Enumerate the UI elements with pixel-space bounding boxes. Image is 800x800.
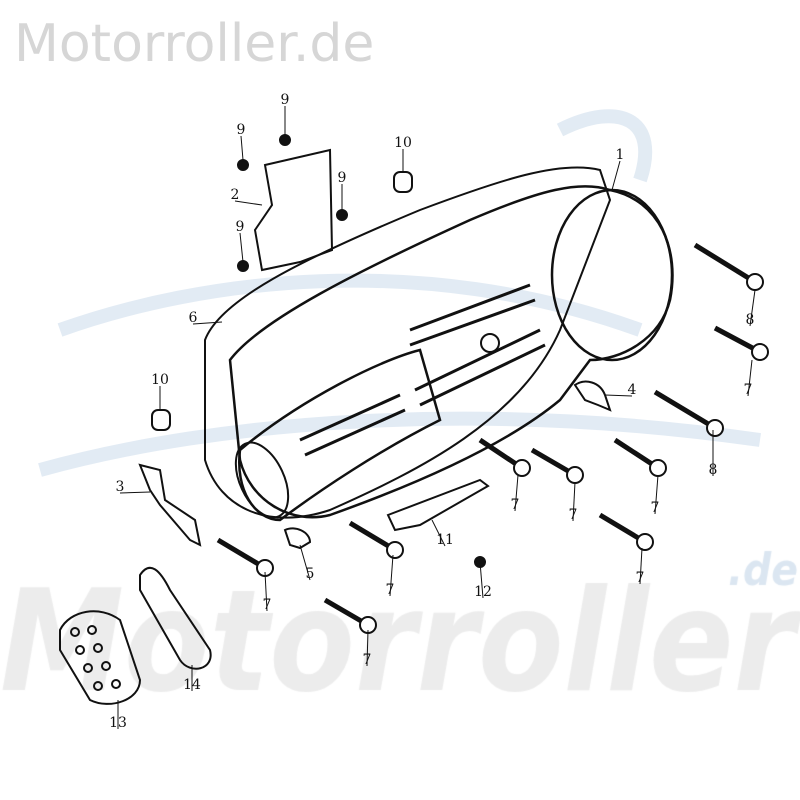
callout-7: 7 bbox=[569, 507, 578, 523]
callout-8: 8 bbox=[746, 312, 755, 328]
leader-line bbox=[239, 232, 244, 263]
strap bbox=[139, 566, 212, 670]
leader-line bbox=[431, 519, 446, 547]
callout-5: 5 bbox=[306, 566, 315, 582]
callout-6: 6 bbox=[189, 310, 198, 326]
bolt-head bbox=[386, 541, 404, 559]
leader-line bbox=[747, 359, 753, 397]
callout-7: 7 bbox=[386, 582, 395, 598]
leader-line bbox=[240, 135, 244, 161]
screw bbox=[336, 209, 348, 221]
bolt-head bbox=[649, 459, 667, 477]
leader-line bbox=[366, 629, 369, 667]
screw bbox=[237, 260, 249, 272]
leader-line bbox=[264, 571, 268, 612]
gasket-outline bbox=[204, 166, 612, 519]
leader-line bbox=[479, 561, 484, 599]
leader-lines bbox=[117, 106, 756, 729]
callout-10: 10 bbox=[394, 135, 412, 151]
leader-line bbox=[572, 481, 576, 522]
bolt-head bbox=[636, 533, 654, 551]
bolt-shaft bbox=[693, 242, 757, 285]
leader-line bbox=[749, 289, 756, 327]
callout-3: 3 bbox=[116, 479, 125, 495]
callout-7: 7 bbox=[744, 382, 753, 398]
bolt-shaft bbox=[653, 389, 717, 431]
callout-4: 4 bbox=[628, 382, 637, 398]
bolt-head bbox=[746, 273, 764, 291]
bolt-head bbox=[706, 419, 724, 437]
screw bbox=[279, 134, 291, 146]
callout-10: 10 bbox=[151, 372, 169, 388]
callout-8: 8 bbox=[709, 462, 718, 478]
leader-line bbox=[611, 160, 621, 191]
cover-assembly bbox=[59, 148, 674, 705]
callout-2: 2 bbox=[231, 187, 240, 203]
cover-ribs bbox=[299, 283, 546, 457]
callout-7: 7 bbox=[636, 570, 645, 586]
leader-line bbox=[389, 554, 394, 597]
callout-9: 9 bbox=[338, 170, 347, 186]
callout-1: 1 bbox=[616, 147, 625, 163]
bolt-shaft bbox=[216, 537, 267, 571]
filter-element bbox=[59, 610, 142, 705]
leader-line bbox=[299, 544, 311, 581]
callout-14: 14 bbox=[183, 677, 201, 693]
spacer-10b bbox=[151, 409, 171, 431]
bracket bbox=[386, 478, 490, 532]
callout-12: 12 bbox=[474, 584, 492, 600]
callout-13: 13 bbox=[109, 715, 127, 731]
spacer-10a bbox=[393, 171, 413, 193]
callout-7: 7 bbox=[263, 597, 272, 613]
watermark-logo-text: Motorroller.de bbox=[14, 14, 375, 74]
cover-plate bbox=[253, 148, 334, 272]
clamp-5 bbox=[283, 527, 312, 550]
clamp-4 bbox=[573, 380, 612, 412]
leader-line bbox=[192, 321, 223, 325]
crankcase-cover bbox=[228, 185, 674, 519]
leader-line bbox=[639, 547, 643, 585]
callout-labels: 9 9 9 9 2 10 10 1 6 8 8 7 7 7 7 7 7 7 7 4 3 5 11 12 14 13 bbox=[109, 92, 754, 731]
clamp-3 bbox=[138, 463, 202, 547]
callout-9: 9 bbox=[281, 92, 290, 108]
callout-7: 7 bbox=[511, 497, 520, 513]
callout-11: 11 bbox=[436, 532, 454, 548]
leader-line bbox=[119, 491, 151, 494]
leader-line bbox=[654, 474, 659, 515]
bolt-head bbox=[566, 466, 584, 484]
leader-line bbox=[604, 394, 633, 397]
watermark-swoosh bbox=[38, 109, 761, 477]
leader-line bbox=[234, 200, 263, 206]
callout-7: 7 bbox=[651, 500, 660, 516]
callout-9: 9 bbox=[236, 219, 245, 235]
cover-round-end bbox=[550, 188, 674, 362]
leader-line bbox=[514, 474, 519, 512]
callout-9: 9 bbox=[237, 122, 246, 138]
bolt-head bbox=[751, 343, 769, 361]
screw bbox=[237, 159, 249, 171]
callout-7: 7 bbox=[363, 652, 372, 668]
bolts bbox=[216, 134, 769, 634]
bolt-head bbox=[513, 459, 531, 477]
